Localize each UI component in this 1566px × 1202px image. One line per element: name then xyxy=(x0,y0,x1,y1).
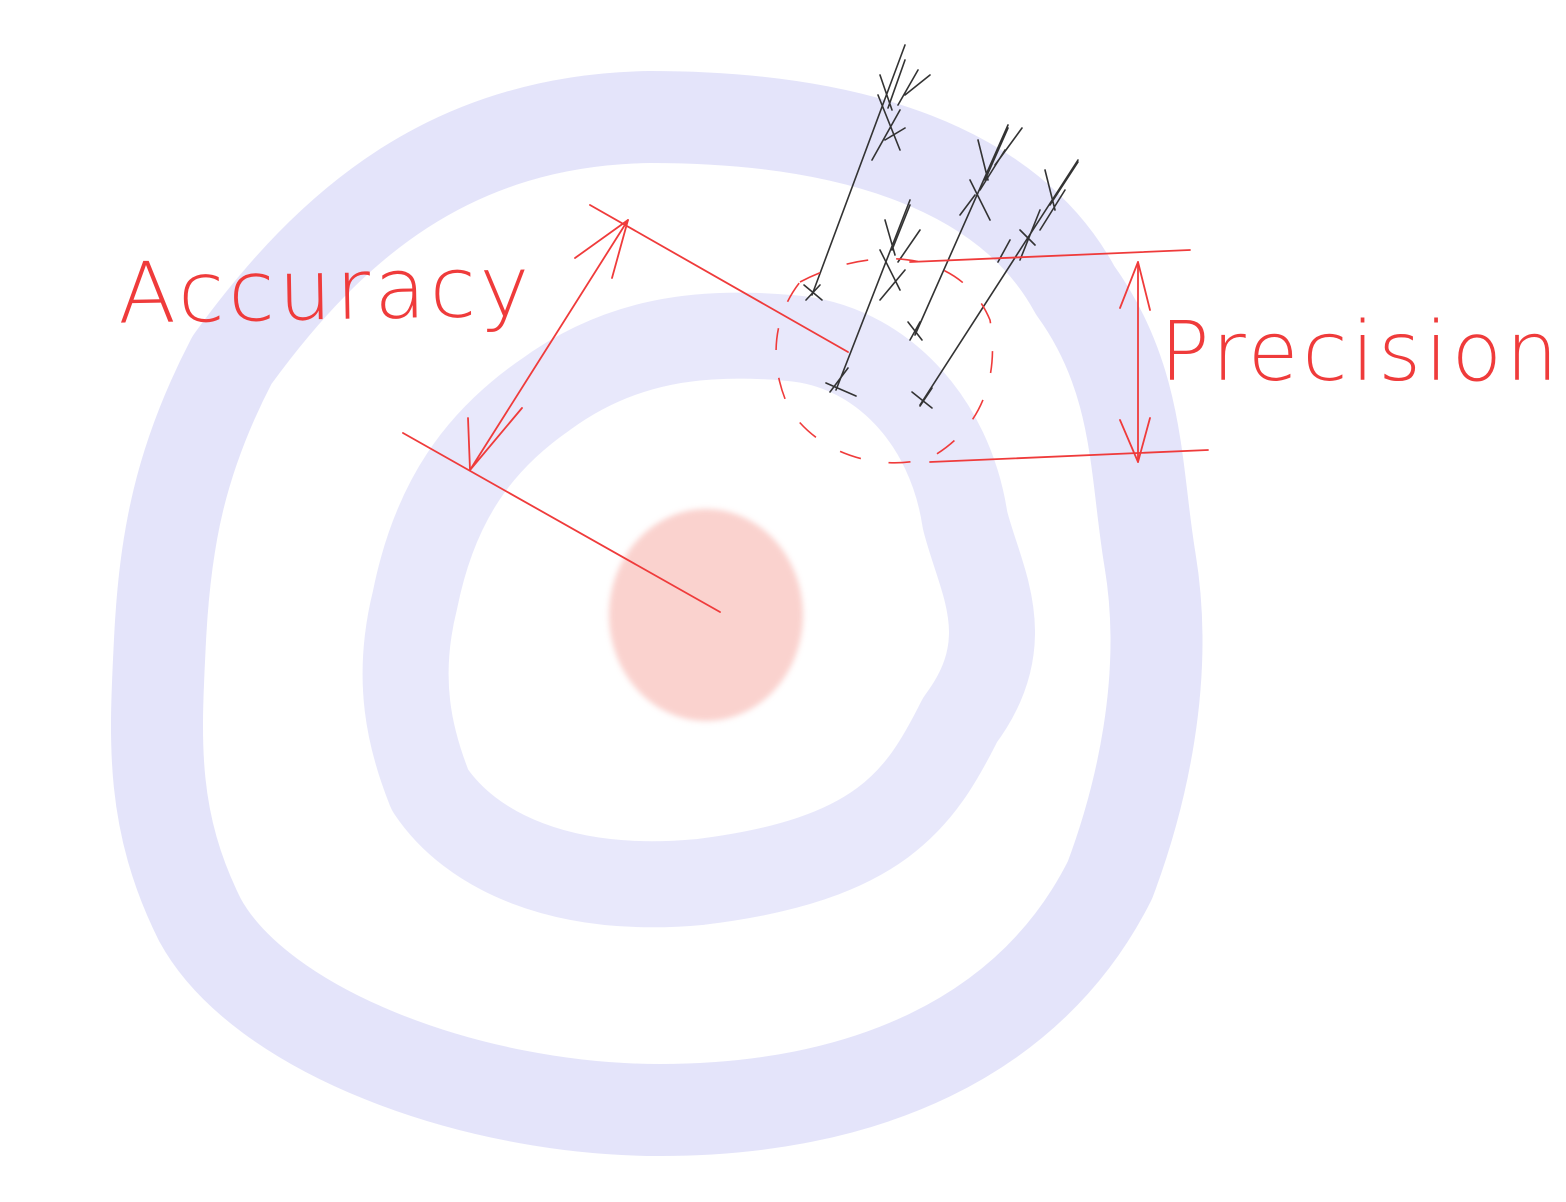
accuracy-arrow-head-bottom xyxy=(467,407,523,471)
precision-line-top xyxy=(909,249,1191,263)
precision-label: Precision xyxy=(1160,305,1562,400)
precision-line-bottom xyxy=(929,449,1209,463)
target xyxy=(111,71,1203,1156)
bullseye xyxy=(609,509,803,721)
middle-ring xyxy=(362,292,1035,928)
arrow-cluster-outline xyxy=(775,257,994,464)
arrow-3 xyxy=(907,124,1023,341)
accuracy-line-center xyxy=(402,432,721,613)
precision-annotation xyxy=(909,249,1209,463)
accuracy-arrow-head-top xyxy=(574,219,629,279)
arrows xyxy=(803,44,1079,409)
outer-ring xyxy=(111,71,1203,1156)
precision-arrow-head-top xyxy=(1119,261,1151,311)
accuracy-dimension-arrow xyxy=(469,219,629,471)
accuracy-line-hits xyxy=(589,204,849,353)
arrow-2 xyxy=(825,199,921,397)
accuracy-annotation xyxy=(402,204,849,613)
arrow-1 xyxy=(803,44,931,301)
arrow-4 xyxy=(911,159,1079,409)
precision-arrow-head-bottom xyxy=(1119,417,1151,463)
accuracy-label: Accuracy xyxy=(117,237,535,343)
